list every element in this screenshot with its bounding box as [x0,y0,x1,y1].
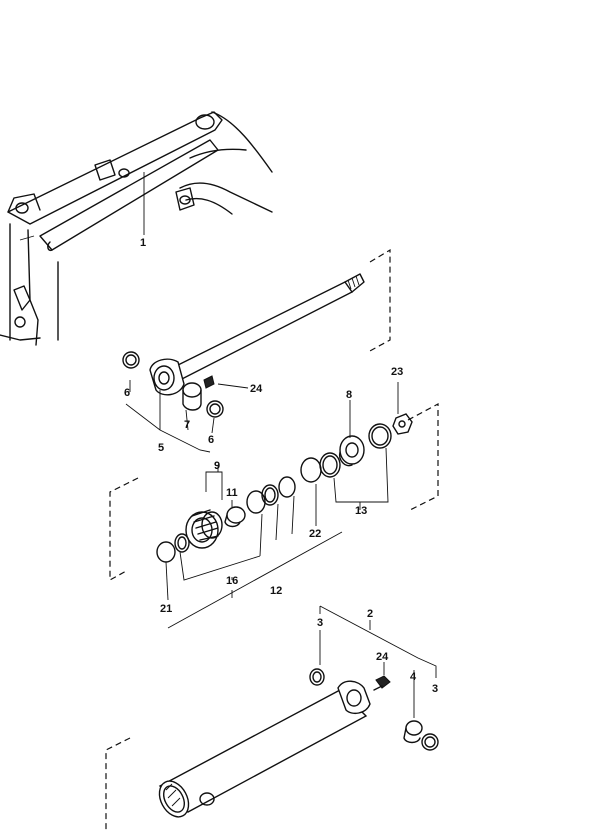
piston-8 [338,435,365,467]
bushing-7 [182,382,202,411]
o-ring-22 [300,457,322,483]
bushing-11 [224,506,246,528]
callout-4: 4 [410,671,417,683]
callout-7: 7 [184,419,190,431]
snap-ring-6-left [122,351,140,369]
loader-frame-illustration [0,111,273,346]
nut-23 [392,413,413,435]
callout-24-lower: 24 [376,651,389,663]
callout-22: 22 [309,528,321,540]
grease-fitting-24-upper [203,375,215,389]
callout-labels: 1 2 3 3 4 5 6 6 7 8 9 11 12 13 16 21 22 … [124,237,438,695]
callout-1: 1 [140,237,146,249]
wear-ring-13 [368,423,392,449]
snap-ring-3-lower [421,733,439,751]
grease-fitting-24-lower [373,675,391,691]
seal-13 [319,452,341,478]
callout-6-right: 6 [208,434,214,446]
callout-13: 13 [355,505,367,517]
callout-16: 16 [226,575,238,587]
cylinder-tube [158,680,371,818]
callout-23: 23 [391,366,403,378]
callout-2: 2 [367,608,373,620]
piston-rod-assembly [149,273,365,396]
leader-lines [125,172,437,718]
callout-8: 8 [346,389,352,401]
snap-ring-3-upper [309,668,325,686]
callout-9: 9 [214,460,220,472]
callout-5: 5 [158,442,164,454]
gland-9 [185,509,223,549]
callout-24-upper: 24 [250,383,263,395]
callout-11: 11 [226,487,238,499]
callout-21: 21 [160,603,172,615]
o-ring-21 [156,541,176,563]
seal-16 [174,533,190,553]
bushing-4 [403,720,423,744]
rings-12 [246,476,296,514]
callout-12: 12 [270,585,282,597]
callout-6-left: 6 [124,387,130,399]
break-lines [105,248,439,832]
callout-3-upper: 3 [317,617,323,629]
snap-ring-6-right [206,400,224,418]
callout-3-lower: 3 [432,683,438,695]
